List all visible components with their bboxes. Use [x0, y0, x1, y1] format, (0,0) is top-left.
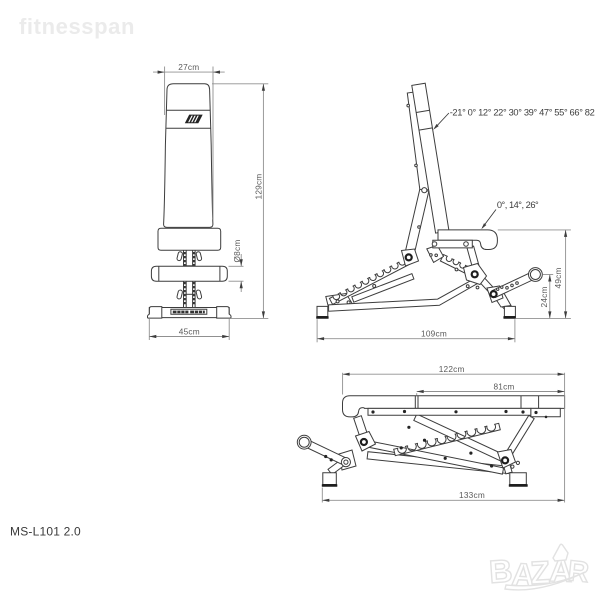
svg-text:122cm: 122cm: [439, 364, 465, 374]
svg-text:27cm: 27cm: [178, 62, 199, 72]
svg-text:Ø8cm: Ø8cm: [232, 240, 242, 263]
svg-text:24cm: 24cm: [539, 286, 549, 307]
svg-text:R: R: [566, 555, 590, 589]
svg-text:109cm: 109cm: [421, 328, 447, 338]
svg-text:fitnesspan: fitnesspan: [19, 14, 135, 39]
svg-text:133cm: 133cm: [459, 490, 485, 500]
svg-text:-21° 0° 12° 22° 30° 39° 47° 55: -21° 0° 12° 22° 30° 39° 47° 55° 66° 82: [450, 107, 595, 117]
svg-text:Z: Z: [529, 554, 550, 591]
svg-text:45cm: 45cm: [179, 326, 200, 336]
svg-text:0°, 14°, 26°: 0°, 14°, 26°: [497, 200, 539, 210]
svg-text:129cm: 129cm: [253, 174, 263, 200]
svg-text:81cm: 81cm: [493, 382, 514, 392]
svg-text:B: B: [488, 552, 514, 590]
svg-text:MS-L101 2.0: MS-L101 2.0: [10, 524, 81, 538]
svg-text:49cm: 49cm: [553, 267, 563, 288]
